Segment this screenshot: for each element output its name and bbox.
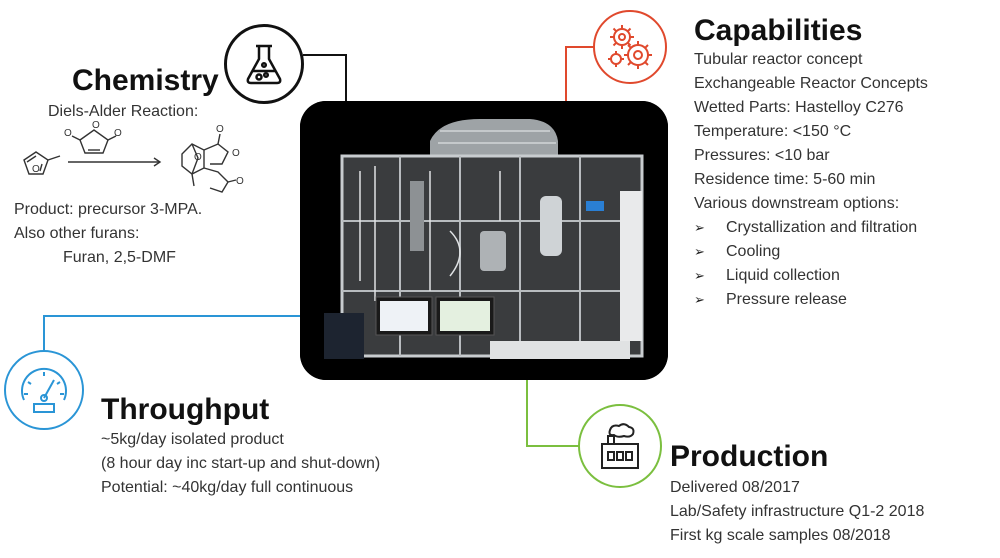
arrow-bullet-icon: ➢ <box>694 292 705 307</box>
gears-icon <box>608 25 652 69</box>
svg-text:O: O <box>64 128 72 139</box>
list-item: ➢ Pressure release <box>694 288 928 312</box>
throughput-connector <box>43 315 303 350</box>
chemistry-connector <box>303 54 347 103</box>
chemistry-title: Chemistry <box>72 64 219 97</box>
reaction-scheme: O O O O O O O O <box>23 120 244 193</box>
production-list: Delivered 08/2017 Lab/Safety infrastruct… <box>670 476 924 548</box>
throughput-title: Throughput <box>101 393 270 426</box>
throughput-line-3: Potential: ~40kg/day full continuous <box>101 479 354 496</box>
capabilities-line-7: Various downstream options: <box>694 195 900 212</box>
factory-icon <box>601 423 639 469</box>
arrow-bullet-icon: ➢ <box>694 268 705 283</box>
svg-text:O: O <box>194 152 202 163</box>
bullet-label: Liquid collection <box>726 267 840 284</box>
svg-text:O: O <box>236 176 244 187</box>
production-title: Production <box>670 440 829 473</box>
production-line-1: Delivered 08/2017 <box>670 479 800 496</box>
flask-icon <box>246 44 282 85</box>
downstream-options-list: ➢ Crystallization and filtration ➢ Cooling… <box>694 216 928 312</box>
production-connector <box>526 380 582 447</box>
throughput-line-2: (8 hour day inc start-up and shut-down) <box>101 455 381 472</box>
capabilities-line-3: Wetted Parts: Hastelloy C276 <box>694 99 904 116</box>
chemistry-subtitle: Diels-Alder Reaction: <box>48 103 199 120</box>
capabilities-icon-circle <box>593 10 667 84</box>
reactor-photo <box>300 101 668 380</box>
chemistry-line-3: Furan, 2,5-DMF <box>63 249 176 266</box>
production-line-3: First kg scale samples 08/2018 <box>670 527 891 544</box>
svg-text:O: O <box>32 164 40 175</box>
chemistry-icon-circle <box>224 24 304 104</box>
list-item: ➢ Crystallization and filtration <box>694 216 928 240</box>
bullet-label: Pressure release <box>726 291 847 308</box>
svg-text:O: O <box>216 124 224 135</box>
bullet-label: Cooling <box>726 243 781 260</box>
capabilities-connector <box>565 46 595 101</box>
chemistry-line-1: Product: precursor 3-MPA. <box>14 201 203 218</box>
capabilities-line-2: Exchangeable Reactor Concepts <box>694 75 928 92</box>
svg-text:O: O <box>232 148 240 159</box>
svg-text:O: O <box>92 120 100 131</box>
list-item: ➢ Cooling <box>694 240 928 264</box>
chemistry-line-2: Also other furans: <box>14 225 140 242</box>
capabilities-list: Tubular reactor concept Exchangeable Rea… <box>694 48 928 312</box>
list-item: ➢ Liquid collection <box>694 264 928 288</box>
capabilities-line-6: Residence time: 5-60 min <box>694 171 876 188</box>
capabilities-title: Capabilities <box>694 14 863 47</box>
arrow-bullet-icon: ➢ <box>694 244 705 259</box>
svg-text:O: O <box>114 128 122 139</box>
reactor-photo-illustration <box>300 101 668 380</box>
arrow-bullet-icon: ➢ <box>694 220 705 235</box>
production-icon-circle <box>578 404 662 488</box>
throughput-line-1: ~5kg/day isolated product <box>101 431 284 448</box>
bullet-label: Crystallization and filtration <box>726 219 918 236</box>
capabilities-line-1: Tubular reactor concept <box>694 51 863 68</box>
capabilities-line-5: Pressures: <10 bar <box>694 147 830 164</box>
gauge-icon <box>21 367 67 413</box>
throughput-icon-circle <box>4 350 84 430</box>
production-line-2: Lab/Safety infrastructure Q1-2 2018 <box>670 503 925 520</box>
capabilities-line-4: Temperature: <150 °C <box>694 123 852 140</box>
throughput-list: ~5kg/day isolated product (8 hour day in… <box>101 428 380 500</box>
